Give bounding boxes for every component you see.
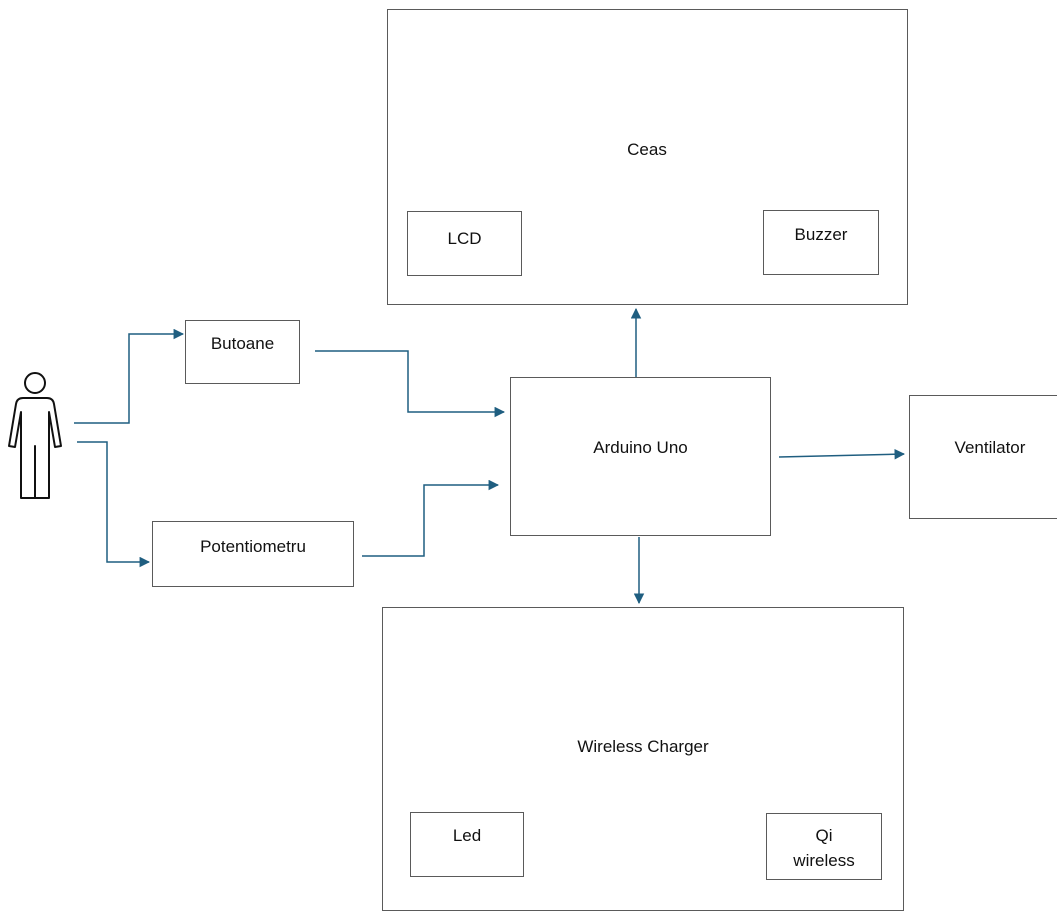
butoane-label: Butoane (210, 334, 275, 353)
wireless-charger-label: Wireless Charger (577, 737, 709, 756)
ventilator-label: Ventilator (954, 438, 1026, 457)
arrow-arduino-to-ventilator (778, 448, 906, 460)
lcd-box (407, 211, 522, 276)
qi-wireless-box (766, 813, 882, 880)
qi-wireless-label-line1: Qi (815, 826, 833, 845)
arduino-box (510, 377, 771, 536)
arrow-user-to-butoane (74, 328, 185, 424)
ceas-label: Ceas (627, 140, 667, 159)
led-box (410, 812, 524, 877)
potentiometru-label: Potentiometru (200, 537, 306, 556)
qi-wireless-label-line2: wireless (793, 851, 855, 870)
ventilator-box (909, 395, 1057, 519)
buzzer-box (763, 210, 879, 275)
arrow-butoane-to-arduino (315, 350, 506, 418)
buzzer-label: Buzzer (794, 225, 848, 244)
person-icon (8, 372, 62, 499)
lcd-label: LCD (447, 229, 482, 248)
arrow-potentiometru-to-arduino (362, 479, 500, 557)
potentiometru-box (152, 521, 354, 587)
arduino-label: Arduino Uno (593, 438, 688, 457)
butoane-box (185, 320, 300, 384)
arrow-user-to-potentiometru (77, 441, 151, 568)
led-label: Led (452, 826, 482, 845)
